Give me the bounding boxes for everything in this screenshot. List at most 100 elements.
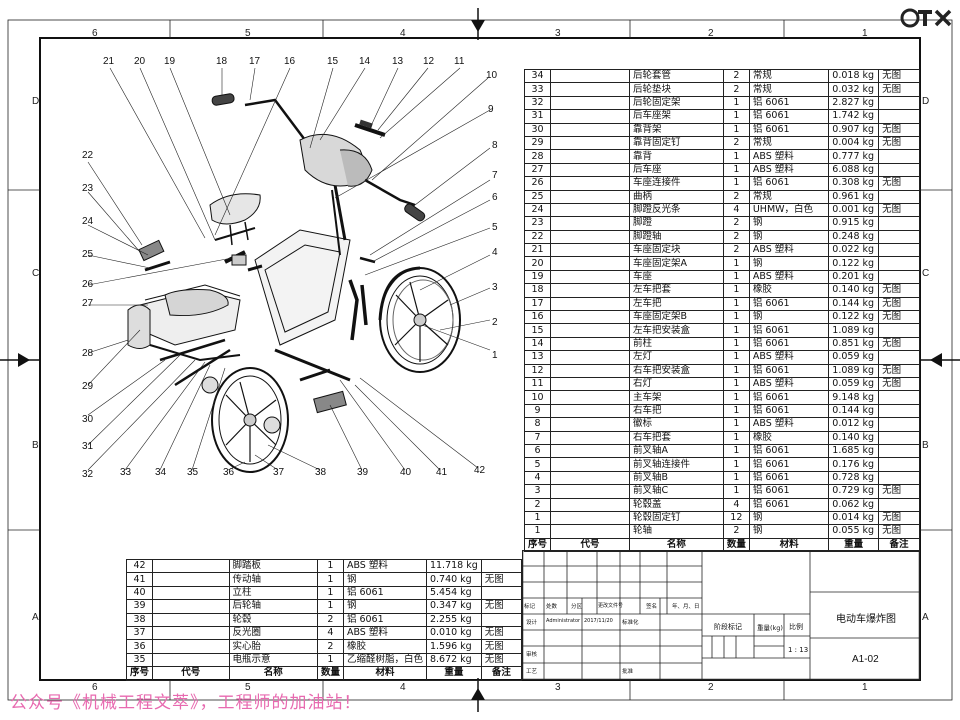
bom-cell: 钢 (748, 310, 830, 325)
column-header: 代号 (152, 666, 230, 681)
bom-cell (480, 558, 523, 574)
bom-cell: 徽标 (629, 417, 724, 432)
bom-cell: 27 (523, 162, 552, 178)
balloon-12: 12 (423, 56, 435, 67)
bom-cell: 0.059 kg (828, 350, 880, 365)
bom-cell (878, 350, 920, 365)
bom-cell: 无图 (480, 652, 523, 668)
bom-cell: 13 (523, 350, 552, 365)
bom-cell (550, 149, 631, 164)
balloon-6: 6 (492, 192, 498, 203)
bom-cell: 2 (523, 497, 552, 512)
balloon-11: 11 (454, 56, 465, 67)
tb-standardize-label: 标准化 (622, 620, 639, 626)
bom-cell: 脚蹬轴 (629, 229, 724, 245)
column-header: 数量 (316, 666, 344, 681)
bom-cell: 脚踏板 (228, 558, 318, 574)
zone-bottom-2: 2 (708, 682, 714, 693)
zone-left-A: A (32, 612, 39, 623)
bom-cell: 铝 6061 (748, 109, 830, 124)
tb-design-date: 2017/11/20 (584, 618, 613, 624)
bom-cell: 无图 (480, 625, 523, 641)
balloon-23: 23 (82, 183, 94, 194)
balloon-24: 24 (82, 216, 94, 227)
bom-cell: 0.144 kg (828, 296, 880, 312)
balloon-2: 2 (492, 317, 498, 328)
bom-cell: 9.148 kg (828, 390, 880, 405)
bom-cell: 无图 (878, 363, 920, 378)
bom-cell: 0.201 kg (828, 269, 880, 285)
balloon-13: 13 (392, 56, 404, 67)
bom-cell (550, 296, 631, 312)
tb-stage-label: 阶段标记 (714, 623, 742, 631)
bom-cell (550, 390, 631, 405)
bom-cell: 1 (316, 572, 344, 587)
bom-cell: 0.176 kg (828, 457, 880, 472)
bom-cell: 1 (722, 484, 750, 499)
bom-cell (550, 95, 631, 111)
bom-cell: 铝 6061 (748, 443, 830, 459)
bom-cell: 1 (722, 109, 750, 124)
bom-cell: 23 (523, 216, 552, 231)
bom-cell (878, 403, 920, 419)
bom-cell: 1 (722, 363, 750, 378)
bom-cell (878, 457, 920, 472)
bom-cell (550, 484, 631, 499)
bom-cell: 铝 6061 (748, 484, 830, 499)
bom-cell: 钢 (342, 572, 427, 587)
title-block-grid (522, 550, 920, 680)
bom-cell (550, 283, 631, 298)
bom-cell: 8.672 kg (425, 652, 482, 668)
bom-cell: ABS 塑料 (748, 269, 830, 285)
balloon-1: 1 (492, 350, 498, 361)
bom-cell: 0.122 kg (828, 310, 880, 325)
bom-cell: 后轮套管 (629, 68, 724, 84)
bom-cell: 1.596 kg (425, 639, 482, 654)
balloon-34: 34 (155, 467, 167, 478)
tb-date-label: 年、月、日 (672, 604, 700, 610)
tb-design-label: 设计 (526, 620, 538, 626)
bom-cell: 后车座架 (629, 109, 724, 124)
bom-cell (878, 323, 920, 338)
bom-cell: 0.022 kg (828, 243, 880, 258)
bom-cell: 24 (523, 202, 552, 218)
bom-cell (550, 470, 631, 486)
bom-cell (878, 443, 920, 459)
balloon-41: 41 (436, 467, 448, 478)
bom-cell: 12 (523, 363, 552, 378)
bom-cell (878, 256, 920, 271)
balloon-14: 14 (359, 56, 371, 67)
bom-cell (550, 497, 631, 512)
balloon-35: 35 (187, 467, 199, 478)
bom-cell: 左灯 (629, 350, 724, 365)
bom-cell: 左车把安装盒 (629, 323, 724, 338)
bom-cell: 2 (722, 243, 750, 258)
bom-cell: 铝 6061 (748, 323, 830, 338)
bom-cell: 车座连接件 (629, 176, 724, 191)
bom-cell: 2 (722, 524, 750, 539)
drawing-title: 电动车爆炸图 (836, 614, 896, 625)
bom-cell: 36 (125, 639, 154, 654)
bom-cell: 0.032 kg (828, 82, 880, 97)
bom-cell (550, 457, 631, 472)
balloon-16: 16 (284, 56, 296, 67)
bom-cell: 38 (125, 612, 154, 627)
bom-cell: ABS 塑料 (748, 162, 830, 178)
bom-cell (878, 430, 920, 445)
bom-cell: 33 (523, 82, 552, 97)
bom-cell: 铝 6061 (748, 470, 830, 486)
bom-cell: 车座固定架A (629, 256, 724, 271)
bom-cell: 铝 6061 (748, 336, 830, 352)
balloon-20: 20 (134, 56, 146, 67)
bom-cell: 1 (722, 430, 750, 445)
bom-cell: 19 (523, 269, 552, 285)
bom-cell: 0.004 kg (828, 135, 880, 151)
